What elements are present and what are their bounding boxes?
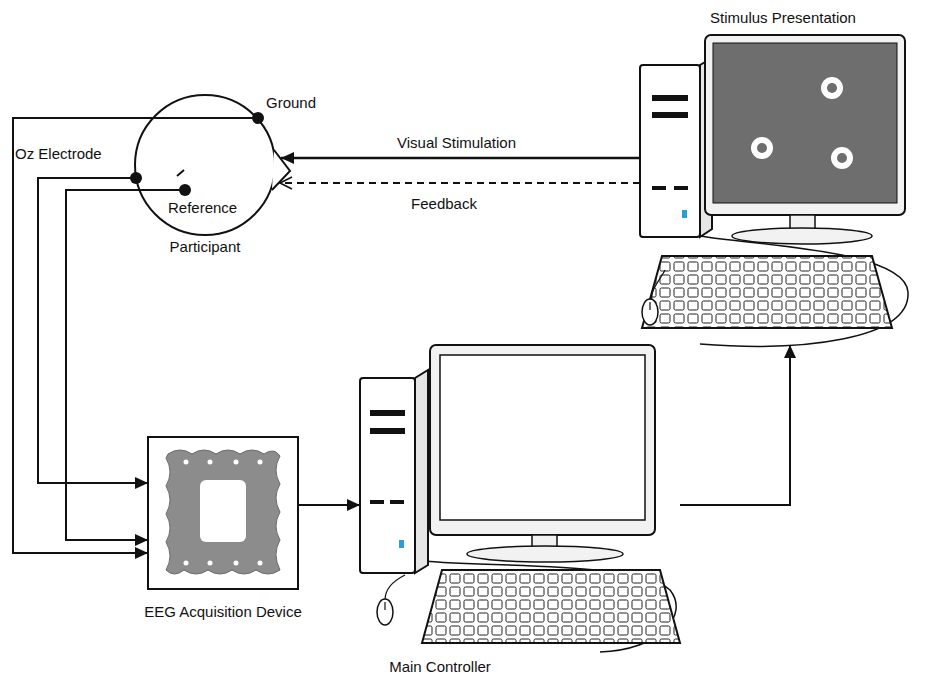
edge-label-holder: Feedback — [409, 195, 479, 213]
eeg-device-node: EEG Acquisition Device — [132, 437, 314, 632]
node-text-holder: Participant — [125, 238, 285, 256]
node-text-holder: EEG Acquisition Device — [132, 603, 314, 621]
participant-node: Participant — [125, 88, 285, 263]
wire-connector — [680, 345, 790, 505]
node-label: EEG Acquisition Device — [144, 603, 302, 621]
label-holder: Oz Electrode — [15, 145, 102, 163]
arrow-connector — [281, 157, 640, 160]
wire-connector — [66, 190, 185, 540]
node-label: Stimulus Presentation — [710, 9, 856, 27]
eeg-device — [148, 437, 298, 589]
edge-label: Visual Stimulation — [395, 134, 518, 152]
label-holder: Ground — [266, 94, 316, 112]
wire-connector — [298, 504, 360, 506]
wire-connector — [13, 118, 258, 553]
controller-computer-node: Main Controller — [340, 340, 690, 680]
node-label: Main Controller — [389, 658, 491, 676]
label-holder: Reference — [168, 199, 237, 217]
electrode-label: Oz Electrode — [15, 145, 102, 163]
electrode-label: Reference — [168, 199, 237, 217]
stimulus-computer — [640, 35, 908, 346]
edge-label-holder: Visual Stimulation — [395, 134, 518, 152]
electrode-label: Ground — [266, 94, 316, 112]
controller-computer — [360, 345, 680, 652]
stimulus-computer-node: Stimulus Presentation — [600, 5, 920, 350]
wire-connector — [38, 178, 148, 483]
node-text-holder: Main Controller — [340, 658, 540, 676]
participant-head — [130, 95, 290, 235]
node-text-holder: Stimulus Presentation — [640, 9, 926, 27]
edge-label: Feedback — [409, 195, 479, 213]
arrow-connector — [280, 182, 640, 184]
node-label: Participant — [170, 238, 241, 256]
